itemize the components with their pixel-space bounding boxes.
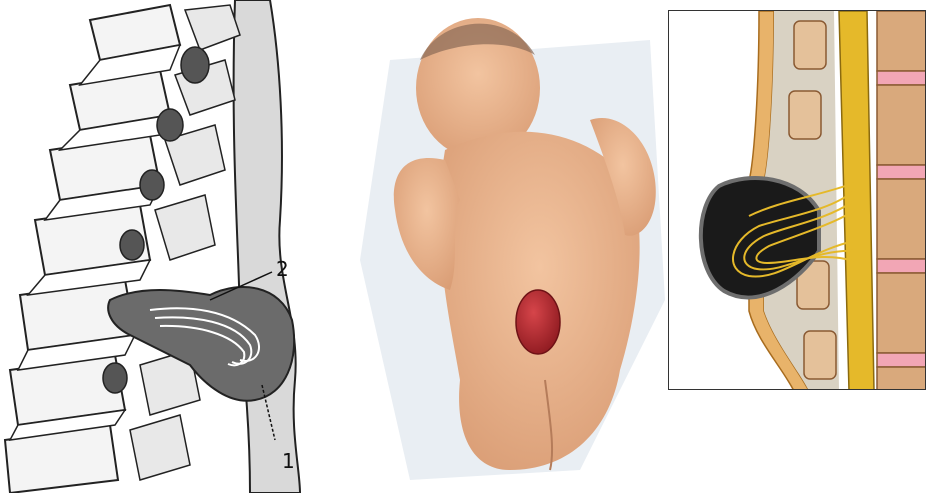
- vertebral-bodies-section: [877, 11, 926, 390]
- spine-illustration-panel: 2 1: [0, 0, 340, 493]
- spine-line-drawing: [0, 0, 340, 493]
- cross-section-panel: [668, 10, 926, 390]
- callout-label-1: 1: [282, 449, 295, 473]
- callout-label-2: 2: [276, 257, 289, 281]
- spinal-canal-outline: [234, 0, 300, 493]
- lumbar-lesion: [516, 290, 560, 354]
- meningocele-sac: [108, 287, 294, 401]
- infant-illustration: [350, 0, 665, 493]
- spinal-cross-section: [669, 11, 926, 390]
- infant-photo-panel: [350, 0, 665, 493]
